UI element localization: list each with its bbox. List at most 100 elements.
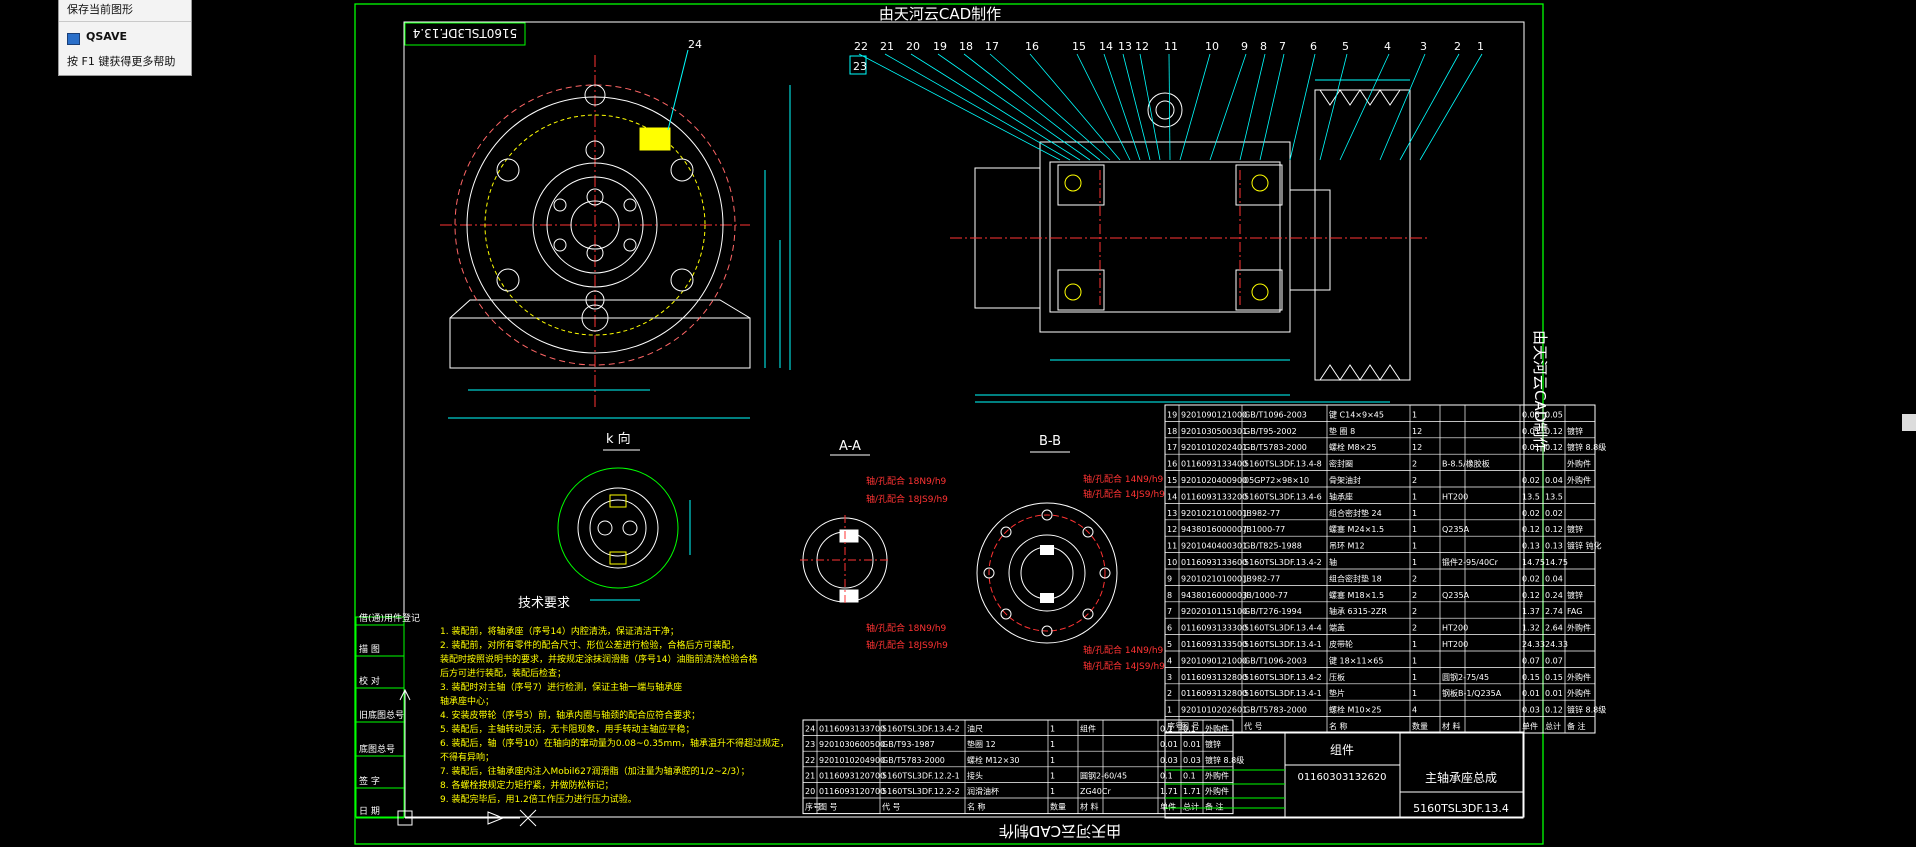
table-cell-no: 1 (1167, 706, 1172, 715)
title-block-title: 主轴承座总成 (1425, 770, 1497, 785)
callout-leader-22 (858, 53, 1061, 161)
view-bb: B-B (976, 434, 1118, 644)
table-cell-std: 5160TSL3DF.12.2-2 (882, 787, 960, 796)
table-cell-name: 润滑油杯 (967, 786, 999, 796)
table-cell-note: 外购件 (1567, 672, 1591, 682)
vertical-scrollbar-thumb[interactable] (1902, 414, 1916, 431)
table-cell-mat: Q235A (1442, 525, 1470, 534)
table-cell-name: 接头 (967, 770, 983, 780)
left-block-label: 旧底图总号 (359, 709, 404, 721)
callout-1: 1 (1477, 40, 1484, 53)
callout-leader-3 (1379, 53, 1426, 161)
table-cell-w1: 13.5 (1522, 492, 1540, 501)
table-cell-w2: 0.01 (1183, 740, 1201, 749)
table-cell-no: 3 (1167, 673, 1172, 682)
callout-leader-8 (1239, 53, 1266, 161)
table-cell-w2: 0.15 (1545, 673, 1563, 682)
table-cell-w1: 0.01 (1522, 427, 1540, 436)
table-header-cell: 序号 (805, 802, 821, 812)
table-cell-qty: 2 (1412, 624, 1417, 633)
table-cell-std: 5160TSL3DF.13.4-2 (882, 725, 960, 734)
table-cell-w2: 0.01 (1545, 689, 1563, 698)
table-cell-std: JB1000-77 (1243, 525, 1285, 534)
table-header-cell: 总计 (1183, 802, 1199, 812)
callout-leader-15 (1076, 53, 1131, 161)
table-cell-qty: 1 (1412, 673, 1417, 682)
callout-leader-1 (1419, 53, 1483, 161)
table-cell-code: 9201090121000 (1181, 656, 1247, 665)
callout-14: 14 (1099, 40, 1113, 53)
table-cell-mat: 圆钢2-60/45 (1080, 770, 1127, 780)
table-cell-code: 9438016000007 (1181, 525, 1247, 534)
table-cell-std: JB982-77 (1243, 509, 1280, 518)
tech-line-2: 2. 装配前，对所有零件的配合尺寸、形位公差进行检验，合格后方可装配， (440, 639, 739, 651)
callout-8: 8 (1260, 40, 1267, 53)
callout-leader-2 (1399, 53, 1460, 161)
table-cell-code: 0116093133700 (819, 725, 885, 734)
callout-6: 6 (1310, 40, 1317, 53)
table-cell-w2: 0.12 (1545, 427, 1563, 436)
table-cell-code: 0116093133300 (1181, 624, 1247, 633)
section-view (950, 79, 1430, 403)
table-cell-w1: 24.33 (1522, 640, 1545, 649)
table-cell-note: FAG (1567, 607, 1582, 616)
left-block-label: 日 期 (359, 806, 380, 817)
table-cell-name: 键 18×11×65 (1329, 655, 1384, 665)
table-cell-code: 0116093133600 (1181, 558, 1247, 567)
table-cell-name: 螺栓 M10×25 (1329, 705, 1382, 715)
table-cell-w1: 1.71 (1160, 787, 1178, 796)
table-cell-name: 皮带轮 (1329, 639, 1353, 649)
code-box-text: 5160TSL3DF.13.4 (413, 26, 518, 40)
table-cell-note: 镀锌 (1567, 590, 1583, 600)
table-cell-w2: 0.12 (1545, 706, 1563, 715)
table-cell-std: 5160TSL3DF.13.4-1 (1244, 689, 1322, 698)
table-cell-no: 8 (1167, 591, 1172, 600)
left-block-label: 底图总号 (359, 743, 395, 755)
table-header-cell: 图 号 (1181, 722, 1200, 731)
table-cell-qty: 1 (1412, 542, 1417, 551)
title-block-dwg: 5160TSL3DF.13.4 (1413, 802, 1509, 815)
table-cell-w1: 0.05 (1522, 410, 1540, 419)
table-cell-mat: HT200 (1442, 492, 1468, 501)
table-cell-w2: 0.12 (1545, 443, 1563, 452)
table-cell-std: 5160TSL3DF.13.4-6 (1244, 492, 1322, 501)
table-cell-no: 17 (1167, 443, 1177, 452)
table-cell-std: 5160TSL3DF.13.4-2 (1244, 673, 1322, 682)
table-cell-std: GB/T1096-2003 (1244, 656, 1307, 665)
table-cell-code: 9201010202601 (1181, 706, 1247, 715)
table-header-cell: 材 料 (1080, 802, 1099, 812)
table-cell-note: 镀锌 8.8级 (1567, 442, 1606, 452)
table-cell-code: 9201090121000 (1181, 410, 1247, 419)
callout-leader-21 (884, 53, 1071, 161)
table-header-cell: 名 称 (967, 802, 986, 812)
table-header-cell: 备 注 (1205, 802, 1224, 812)
tech-line-12: 8. 各螺栓按规定力矩拧紧，并做防松标记； (440, 779, 613, 791)
left-block-frame (355, 616, 405, 818)
table-cell-w1: 0.02 (1522, 476, 1540, 485)
fit-aa-3: 轴/孔配合 18N9/h9 (866, 622, 947, 634)
table-cell-code: 0116093132800 (1181, 673, 1247, 682)
table-cell-std: GB/T95-2002 (1244, 427, 1297, 436)
callout-leader-5 (1319, 53, 1348, 161)
callout-leader-7 (1259, 53, 1285, 161)
view-aa: A-A (800, 439, 890, 605)
table-cell-code: 9202010115100 (1181, 607, 1247, 616)
table-cell-w2: 0.12 (1545, 525, 1563, 534)
table-cell-std: 5160TSL3DF.13.4-2 (1244, 558, 1322, 567)
table-cell-w1: 0.02 (1522, 509, 1540, 518)
table-cell-qty: 1 (1050, 725, 1055, 734)
table-header-cell: 代 号 (1244, 721, 1263, 731)
table-cell-code: 9201010204900 (819, 756, 885, 765)
table-cell-qty: 1 (1412, 689, 1417, 698)
table-cell-code: 9201040400301 (1181, 542, 1247, 551)
sheet-inner-border (403, 21, 1525, 818)
table-cell-w2: 2.64 (1545, 624, 1563, 633)
table-cell-name: 垫圈 12 (967, 739, 996, 749)
tech-line-5: 3. 装配时对主轴（序号7）进行检测，保证主轴一端与轴承座 (440, 681, 682, 693)
table-cell-name: 组合密封垫 24 (1329, 508, 1382, 518)
table-cell-name: 螺栓 M8×25 (1329, 442, 1376, 452)
front-view (440, 49, 791, 419)
tech-line-10: 不得有异响； (440, 751, 494, 763)
